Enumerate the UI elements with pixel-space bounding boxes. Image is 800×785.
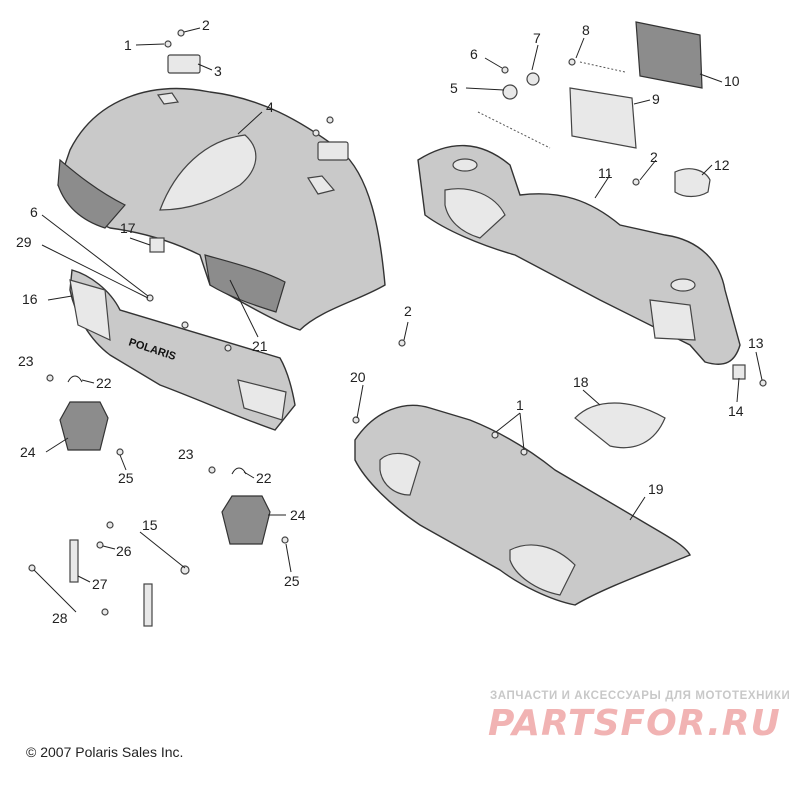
callout-16: 16 — [22, 291, 38, 307]
callout-29: 29 — [16, 234, 32, 250]
watermark-tagline: ЗАПЧАСТИ И АКСЕССУАРЫ ДЛЯ МОТОТЕХНИКИ — [490, 690, 791, 702]
callout-18: 18 — [573, 374, 589, 390]
callout-25b: 25 — [284, 573, 300, 589]
screw — [208, 466, 216, 474]
front-bumper: POLARIS — [69, 269, 296, 431]
assembly-line — [477, 61, 626, 149]
callout-4: 4 — [266, 99, 274, 115]
screw — [181, 321, 189, 329]
screw — [101, 608, 109, 616]
callout-23b: 23 — [178, 446, 194, 462]
floor-pan — [354, 404, 691, 606]
callout-13: 13 — [748, 335, 764, 351]
headlight-right — [221, 495, 271, 545]
copyright-notice: © 2007 Polaris Sales Inc. — [26, 744, 184, 760]
screw — [398, 339, 406, 347]
callout-1: 1 — [124, 37, 132, 53]
callout-2: 2 — [202, 17, 210, 33]
callout-23a: 23 — [18, 353, 34, 369]
callout-5: 5 — [450, 80, 458, 96]
screw — [177, 29, 185, 37]
callout-27: 27 — [92, 576, 108, 592]
leader-lines — [33, 27, 763, 613]
nut — [106, 521, 114, 529]
clip — [67, 375, 83, 383]
callout-numbers: 1 2 3 4 5 6 7 8 9 10 11 12 13 14 15 16 1… — [16, 17, 764, 626]
callout-15: 15 — [142, 517, 158, 533]
callout-2c: 2 — [404, 303, 412, 319]
callout-14: 14 — [728, 403, 744, 419]
grommet — [502, 84, 518, 100]
callout-24a: 24 — [20, 444, 36, 460]
callout-26: 26 — [116, 543, 132, 559]
callout-8: 8 — [582, 22, 590, 38]
hinge-plate — [167, 54, 201, 74]
rubber-bumper-post — [69, 539, 79, 583]
screw — [164, 40, 172, 48]
gasket-seal — [569, 87, 637, 149]
screw — [491, 431, 499, 439]
callout-11: 11 — [598, 165, 613, 181]
callout-10: 10 — [724, 73, 740, 89]
callout-28: 28 — [52, 610, 68, 626]
hinge-plate — [317, 141, 349, 161]
screw — [759, 379, 767, 387]
callout-25a: 25 — [118, 470, 134, 486]
clip — [149, 237, 165, 253]
callout-7: 7 — [533, 30, 541, 46]
callout-9: 9 — [652, 91, 660, 107]
screw — [116, 448, 124, 456]
callout-12: 12 — [714, 157, 730, 173]
screw — [352, 416, 360, 424]
access-panel — [574, 402, 666, 449]
screw — [326, 116, 334, 124]
screw — [224, 344, 232, 352]
callout-24b: 24 — [290, 507, 306, 523]
callout-1b: 1 — [516, 397, 524, 413]
headlight-left — [59, 401, 109, 451]
washer — [526, 72, 540, 86]
vent-grille — [635, 21, 703, 89]
clip — [732, 364, 746, 380]
callout-19: 19 — [648, 481, 664, 497]
callout-21: 21 — [252, 338, 268, 354]
screw — [281, 536, 289, 544]
storage-cap — [674, 168, 711, 198]
screw — [46, 374, 54, 382]
callout-17: 17 — [120, 220, 136, 236]
clip — [231, 467, 247, 475]
rear-storage-housing — [417, 144, 741, 365]
callout-20: 20 — [350, 369, 366, 385]
front-hood — [57, 87, 386, 331]
callout-3: 3 — [214, 63, 222, 79]
screw — [632, 178, 640, 186]
screw — [568, 58, 576, 66]
rubber-bumper-post — [143, 583, 153, 627]
callout-22b: 22 — [256, 470, 272, 486]
screw — [312, 129, 320, 137]
washer — [96, 541, 104, 549]
nut — [180, 565, 190, 575]
watermark-logo: PARTSFOR.RU — [488, 703, 781, 744]
screw — [501, 66, 509, 74]
callout-22a: 22 — [96, 375, 112, 391]
screw — [28, 564, 36, 572]
callout-6b: 6 — [30, 204, 38, 220]
callout-2b: 2 — [650, 149, 658, 165]
callout-6: 6 — [470, 46, 478, 62]
